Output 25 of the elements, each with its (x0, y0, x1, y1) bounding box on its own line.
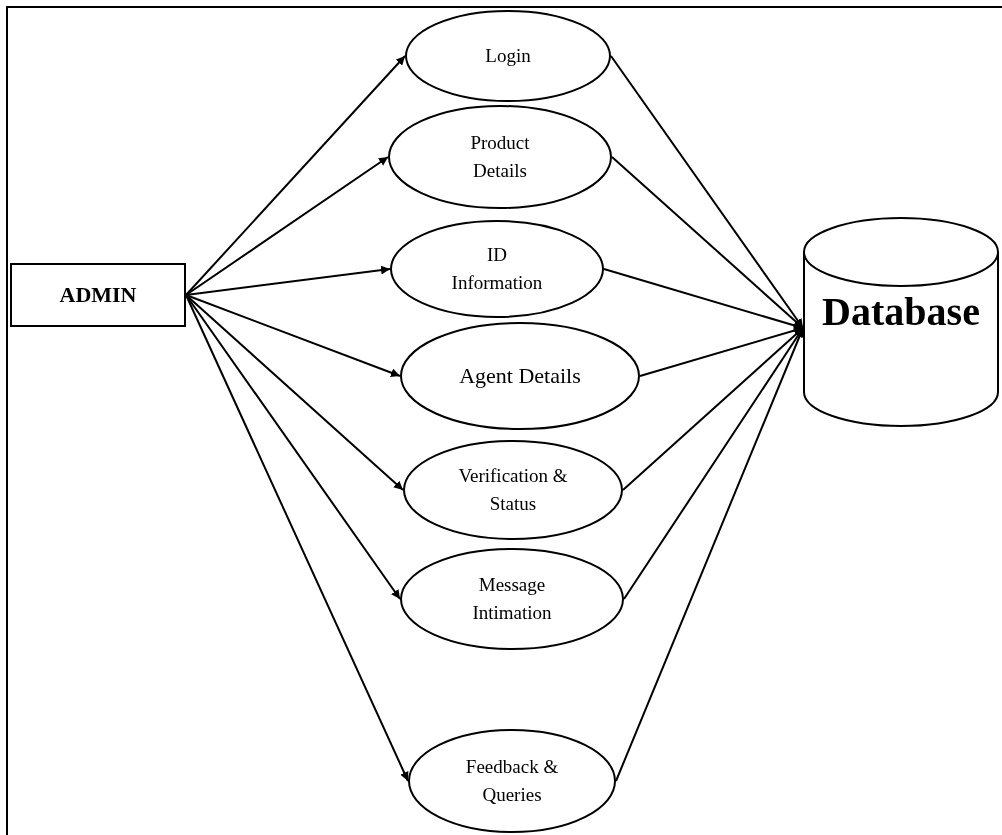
arrow (185, 294, 404, 491)
arrow (185, 55, 406, 296)
node-label: Message Intimation (471, 573, 553, 625)
arrow (185, 265, 391, 296)
process-ellipse (403, 440, 623, 540)
process-ellipse (400, 322, 640, 430)
process-ellipse (388, 105, 612, 209)
node-label: ID Information (450, 243, 544, 295)
arrow (639, 326, 804, 377)
node-label: ADMIN (59, 281, 137, 310)
node-label: Database (822, 292, 980, 332)
process-ellipse (390, 220, 604, 318)
process-box (10, 263, 186, 327)
process-ellipse (408, 729, 616, 833)
arrow (185, 294, 401, 377)
node-label: Verification & Status (457, 464, 569, 516)
process-ellipse (405, 10, 611, 102)
arrow (603, 268, 804, 330)
node-label: Agent Details (458, 362, 582, 391)
node-label: Feedback & Queries (464, 755, 560, 807)
node-label: Login (484, 44, 532, 69)
arrow (185, 156, 389, 296)
database-cylinder (803, 218, 999, 426)
process-ellipse (400, 548, 624, 650)
node-label: Product Details (469, 131, 531, 183)
